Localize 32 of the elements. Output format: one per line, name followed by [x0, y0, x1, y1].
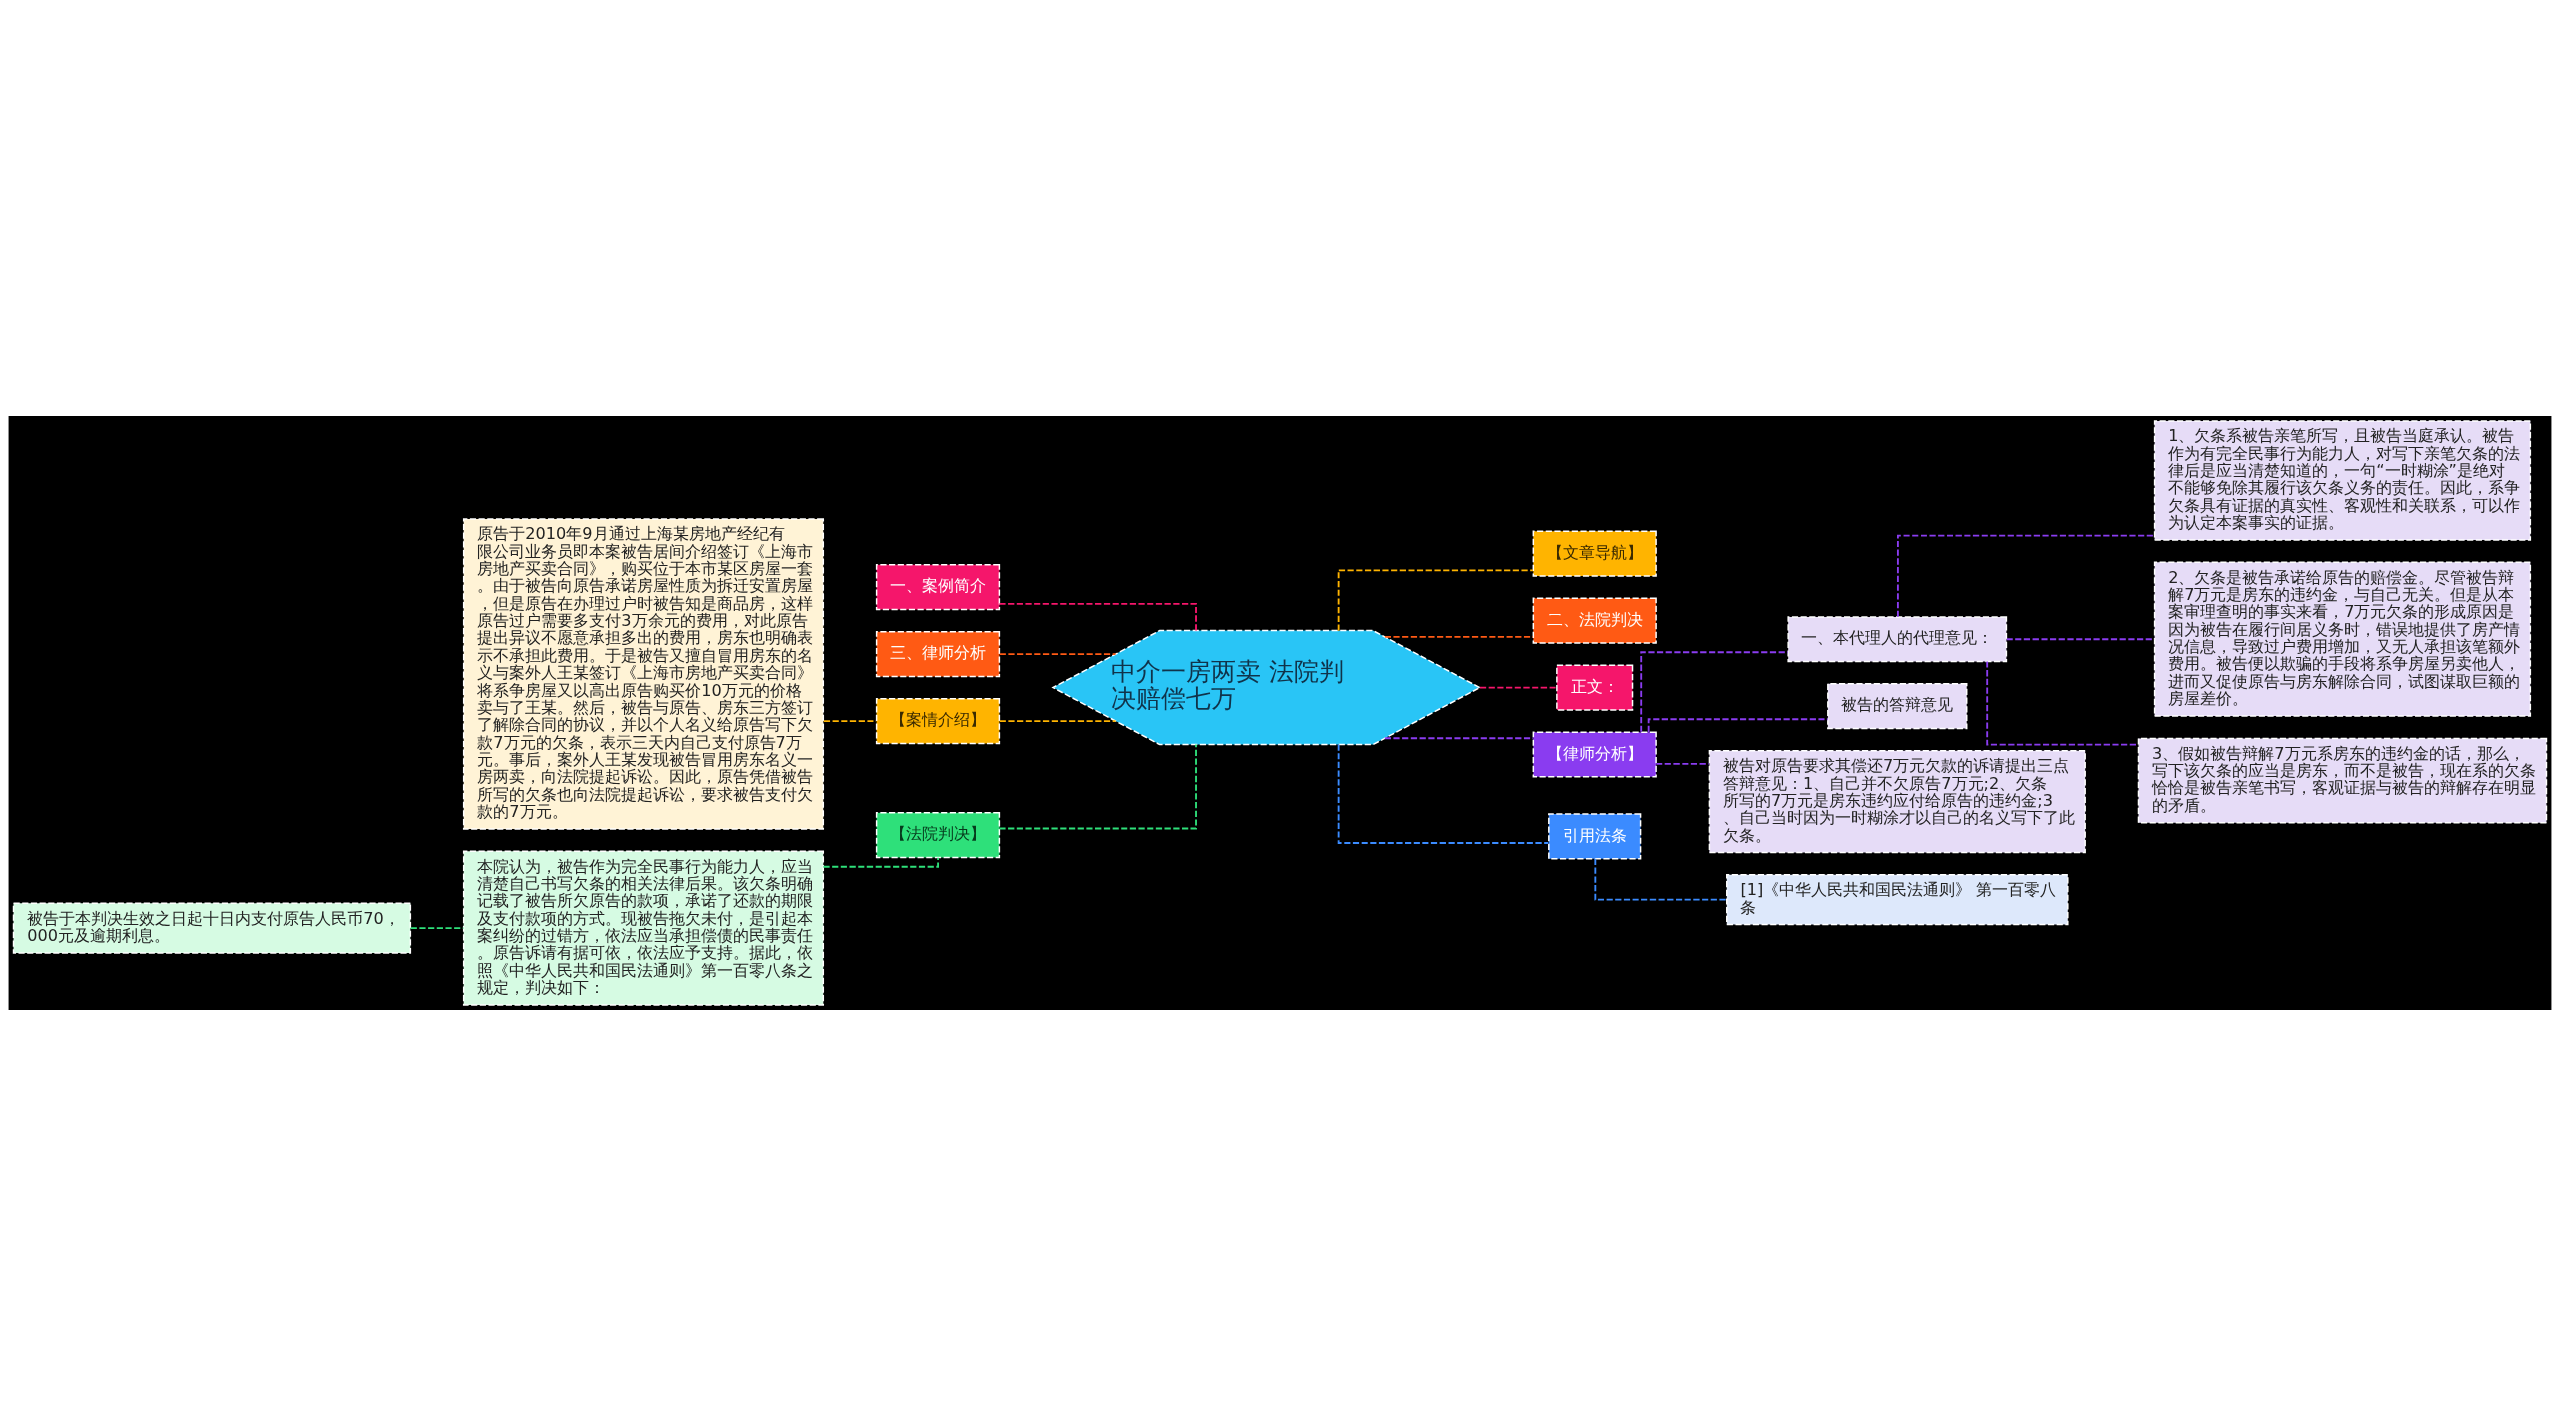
connector — [1383, 636, 1534, 638]
node-box: 原告于2010年9月通过上海某房地产经纪有限公司业务员即本案被告居间介绍签订《上海市房地产买卖合同》，购买位于本市某区房屋一套。由于被告向原告承诺房屋性质为拆迁安置房屋，但是原告在办理过户时被告知是商品房，这样原告过户需要多支付3万余元的费用，对此原告提出异议不愿意承担多出的费用，房东也明确表示不承担此费用。于是被告又擅自冒用房东的名义与案外人王某签订《上海市房地产买卖合同》将系争房屋又以高出原告购买价10万元的价格卖与了王某。然后，被告与原告、房东三方签订了解除合同的协议，并以个人名义给原告写下欠款7万元的欠条，表示三天内自己支付原告7万元。事后，案外人王某发现被告冒用房东名义一房两卖，向法院提起诉讼。因此，原告凭借被告所写的欠条也向法院提起诉讼，要求被告支付欠款的7万元。 — [462, 518, 825, 830]
node-box: 【案情介绍】 — [875, 698, 1001, 745]
node-box: 正文： — [1556, 664, 1634, 711]
node-box: 二、法院判决 — [1532, 597, 1657, 644]
connector — [998, 720, 1117, 722]
connector — [1897, 534, 2156, 618]
connector — [1383, 737, 1534, 740]
node-box: 【文章导航】 — [1532, 530, 1657, 577]
node-box: [1]《中华人民共和国民法通则》 第一百零八条 — [1726, 874, 2069, 926]
connector — [998, 743, 1197, 830]
node-box: 被告于本判决生效之日起十日内支付原告人民币70，000元及逾期利息。 — [12, 902, 412, 954]
node-box: 2、欠条是被告承诺给原告的赔偿金。尽管被告辩解7万元是房东的违约金，与自己无关。但是从本案审理查明的事实来看，7万元欠条的形成原因是因为被告在履行间居义务时，错误地提供了房产情况信息，导致过户费用增加，又无人承担该笔额外费用。被告便以欺骗的手段将系争房屋另卖他人，进而又促使原告与房东解除合同，试图谋取巨额的房屋差价。 — [2153, 561, 2532, 717]
node-box: 【律师分析】 — [1532, 731, 1657, 778]
connector — [1640, 651, 1789, 733]
node-box: 本院认为，被告作为完全民事行为能力人，应当清楚自己书写欠条的相关法律后果。该欠条明确记载了被告所欠原告的款项，承诺了还款的期限及支付款项的方式。现被告拖欠未付，是引起本案纠纷的过错方，依法应当承担偿债的民事责任。原告诉请有据可依，依法应予支持。据此，依照《中华人民共和国民法通则》第一百零八条之规定，判决如下： — [462, 850, 825, 1006]
connector — [1478, 686, 1558, 689]
connector — [1337, 569, 1534, 632]
connector — [1655, 762, 1710, 765]
connector — [1647, 718, 1829, 733]
node-box: 1、欠条系被告亲笔所写，且被告当庭承认。被告作为有完全民事行为能力人，对写下亲笔欠条的法律后是应当清楚知道的，一句“一时糊涂”是绝对不能够免除其履行该欠条义务的责任。因此，系争欠条具有证据的真实性、客观性和关联系，可以作为认定本案事实的证据。 — [2153, 420, 2532, 541]
connector — [998, 653, 1117, 656]
node-box: 一、本代理人的代理意见： — [1787, 616, 2008, 663]
node-box: 被告的答辩意见 — [1827, 683, 1968, 730]
connector — [1594, 857, 1728, 901]
node-box: 一、案例简介 — [875, 564, 1001, 611]
node-box: 被告对原告要求其偿还7万元欠款的诉请提出三点答辩意见：1、自己并不欠原告7万元;2、欠条所写的7万元是房东违约应付给原告的违约金;3、自己当时因为一时糊涂才以自己的名义写下了此欠条。 — [1708, 750, 2086, 854]
connector — [1337, 743, 1550, 844]
node-box: 【法院判决】 — [875, 812, 1001, 859]
node-box: 引用法条 — [1548, 813, 1642, 860]
node-box: 三、律师分析 — [875, 631, 1001, 678]
node-box: 3、假如被告辩解7万元系房东的违约金的话，那么，写下该欠条的应当是房东，而不是被告，现在系的欠条恰恰是被告亲笔书写，客观证据与被告的辩解存在明显的矛盾。 — [2137, 737, 2548, 824]
